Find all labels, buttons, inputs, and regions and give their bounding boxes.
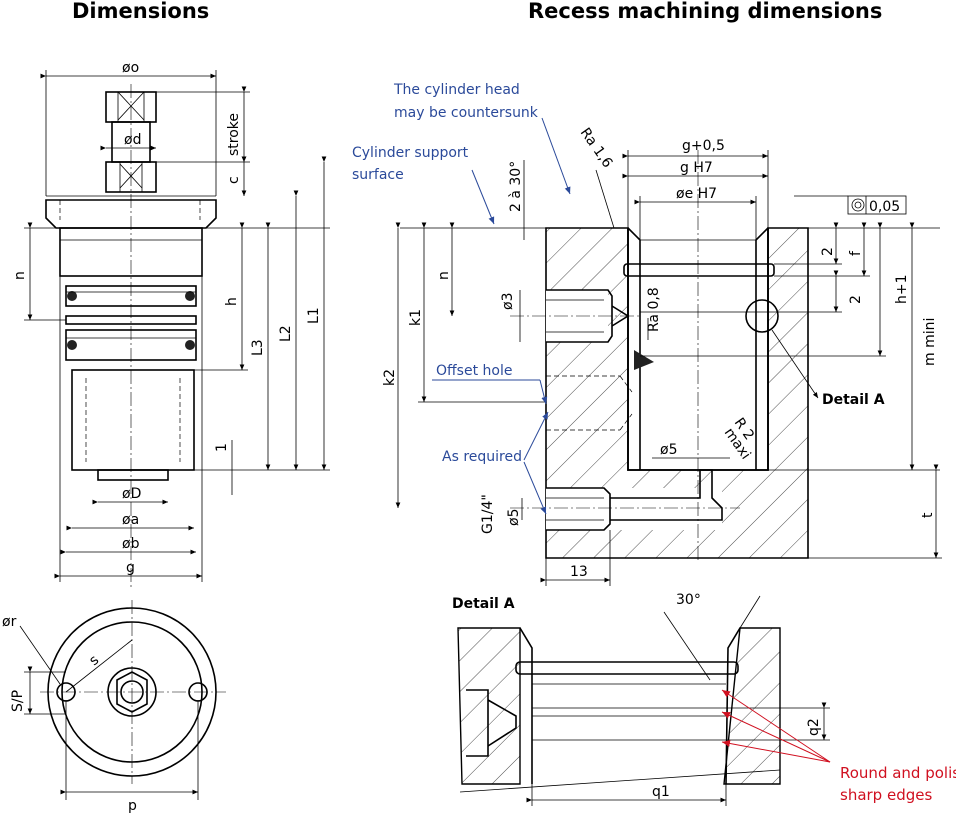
dim-k2: k2 — [382, 369, 398, 386]
dim-L3: L3 — [250, 339, 266, 356]
dim-c: c — [226, 176, 242, 184]
dim-g05: g+0,5 — [682, 138, 725, 154]
dim-n-recess: n — [436, 271, 452, 280]
dim-h1: h+1 — [894, 274, 910, 304]
dim-stroke: stroke — [226, 113, 242, 156]
dim-SP: S/P — [10, 690, 26, 712]
detail-a-title: Detail A — [452, 596, 515, 612]
dim-eH7: øe H7 — [676, 186, 717, 202]
note-offset-hole: Offset hole — [436, 363, 512, 379]
detail-note-2: sharp edges — [840, 786, 932, 804]
dim-angle: 2 à 30° — [508, 161, 524, 212]
cylinder-plan-view: ør s S/P p — [2, 600, 226, 814]
dim-f: f — [848, 250, 864, 256]
dim-g: g — [126, 560, 135, 576]
dim-s: s — [86, 652, 102, 669]
detail-q2: q2 — [806, 718, 822, 736]
dim-a: øa — [122, 512, 139, 528]
note-countersunk-2: may be countersunk — [394, 105, 539, 121]
cylinder-dimensions: øo ød stroke c n h L3 L2 L1 1 øD øa øb g — [12, 60, 330, 582]
dim-k1: k1 — [408, 309, 424, 326]
dim-p: p — [128, 798, 137, 814]
dim-d5a: ø5 — [660, 442, 677, 458]
dim-mmini: m mini — [922, 318, 938, 366]
dim-d5b: ø5 — [506, 509, 522, 526]
dim-g14: G1/4" — [480, 494, 496, 534]
detail-q1: q1 — [652, 784, 670, 800]
dim-n: n — [12, 271, 28, 280]
dim-L1: L1 — [306, 307, 322, 324]
dim-thirteen: 13 — [570, 564, 588, 580]
dim-h: h — [224, 297, 240, 306]
dim-ra16: Ra 1,6 — [577, 125, 616, 171]
dim-d3: ø3 — [500, 293, 516, 310]
dim-d: ød — [124, 132, 141, 148]
dim-o: øo — [122, 60, 139, 76]
dim-gH7: g H7 — [680, 160, 713, 176]
dimensions-heading: Dimensions — [72, 0, 209, 23]
recess-notes: The cylinder head may be countersunk Cyl… — [352, 82, 571, 515]
dim-D: øD — [122, 486, 141, 502]
dim-two-b: 2 — [848, 295, 864, 304]
dim-r: ør — [2, 614, 17, 630]
note-support-1: Cylinder support — [352, 145, 469, 161]
detail-a-callout: Detail A — [822, 392, 885, 408]
detail-angle: 30° — [676, 592, 701, 608]
dim-L2: L2 — [278, 325, 294, 342]
recess-heading: Recess machining dimensions — [528, 0, 882, 23]
dim-two-a: 2 — [820, 247, 836, 256]
tol-conc: 0,05 — [869, 199, 900, 215]
note-support-2: surface — [352, 167, 404, 183]
dim-t: t — [920, 512, 936, 518]
note-as-required: As required — [442, 449, 522, 465]
dim-one: 1 — [214, 443, 230, 452]
dim-ra08: Ra 0,8 — [646, 287, 662, 332]
dim-b: øb — [122, 536, 140, 552]
note-countersunk-1: The cylinder head — [393, 82, 520, 98]
